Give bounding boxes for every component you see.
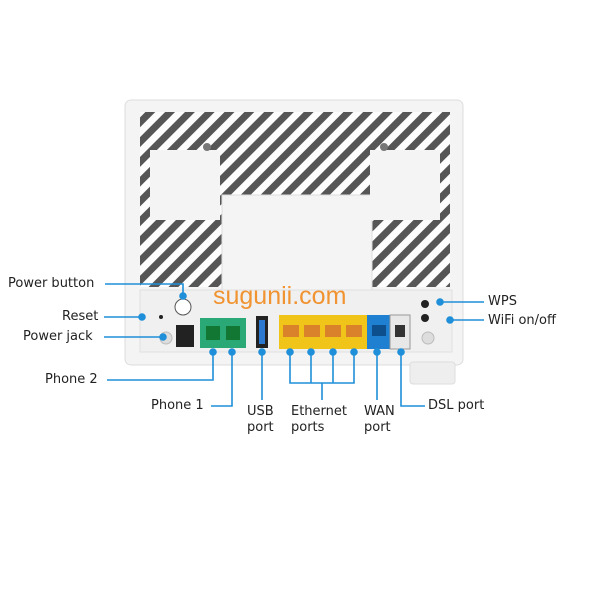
label-phone-1: Phone 1 [151, 398, 204, 413]
label-ethernet-ports: Ethernet ports [291, 404, 347, 436]
label-line: port [247, 420, 274, 435]
label-power-button: Power button [8, 276, 95, 291]
label-line: USB [247, 404, 274, 419]
label-wps: WPS [488, 294, 517, 309]
callout-lines [104, 283, 484, 407]
mount-hole-icon [380, 143, 388, 151]
label-power-jack: Power jack [23, 329, 93, 344]
label-line: Ethernet [291, 404, 347, 419]
label-line: WAN [364, 404, 395, 419]
label-dsl-port: DSL port [428, 398, 485, 413]
stand-foot [409, 361, 456, 385]
wifi-button [421, 314, 429, 322]
label-line: port [364, 420, 391, 435]
mount-hole-icon [203, 143, 211, 151]
wps-button [421, 300, 429, 308]
label-reset: Reset [62, 309, 99, 324]
watermark: sugunii.com [213, 282, 347, 310]
label-phone-2: Phone 2 [45, 372, 98, 387]
power-jack [176, 325, 194, 347]
reset-hole [159, 315, 163, 319]
power-button [174, 298, 192, 316]
router-body [124, 99, 464, 385]
label-wifi-on-off: WiFi on/off [488, 313, 556, 328]
label-usb-port: USB port [247, 404, 274, 436]
label-line: ports [291, 420, 325, 435]
ports [159, 298, 435, 350]
label-wan-port: WAN port [364, 404, 395, 436]
